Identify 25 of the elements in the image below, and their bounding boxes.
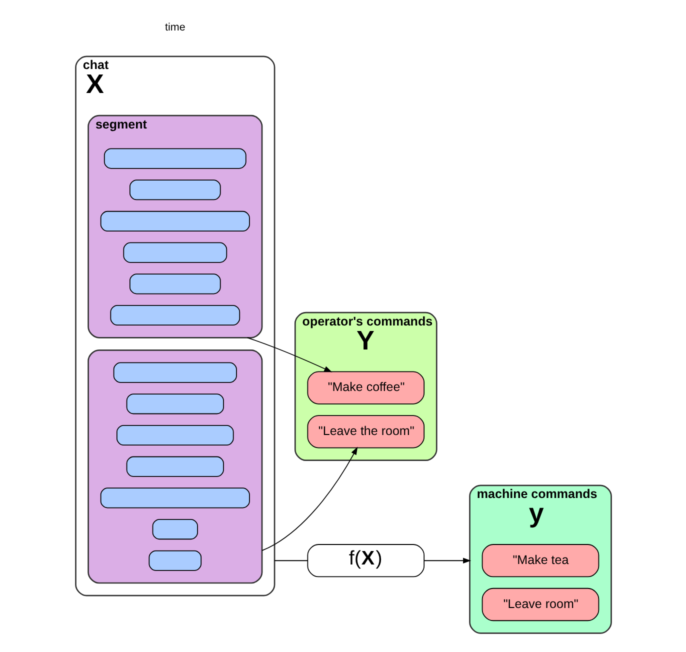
- cluster: [87, 350, 262, 584]
- node-bar: [126, 456, 224, 477]
- label: time: [164, 22, 185, 34]
- arrow: [261, 446, 358, 552]
- node-bar: [112, 362, 236, 383]
- node-bar: [103, 148, 246, 169]
- node-bar: [110, 304, 240, 326]
- connector: [274, 560, 308, 562]
- arrow: [246, 337, 332, 372]
- node-bar: [126, 394, 224, 414]
- node-bar: [128, 274, 220, 294]
- node-bar: [152, 518, 198, 540]
- node-box: f(X): [306, 544, 424, 578]
- cluster: segment: [87, 114, 262, 338]
- node-box: "Make tea: [481, 544, 599, 578]
- node-bar: [128, 180, 220, 200]
- node-bar: [100, 210, 250, 232]
- node-box: "Leave room": [481, 588, 599, 622]
- node-bar: [116, 424, 234, 446]
- node-bar: [100, 488, 250, 508]
- arrow: [423, 558, 471, 564]
- node-box: "Leave the room": [306, 415, 424, 448]
- node-bar: [122, 242, 227, 263]
- node-box: "Make coffee": [306, 371, 424, 404]
- node-bar: [148, 550, 202, 571]
